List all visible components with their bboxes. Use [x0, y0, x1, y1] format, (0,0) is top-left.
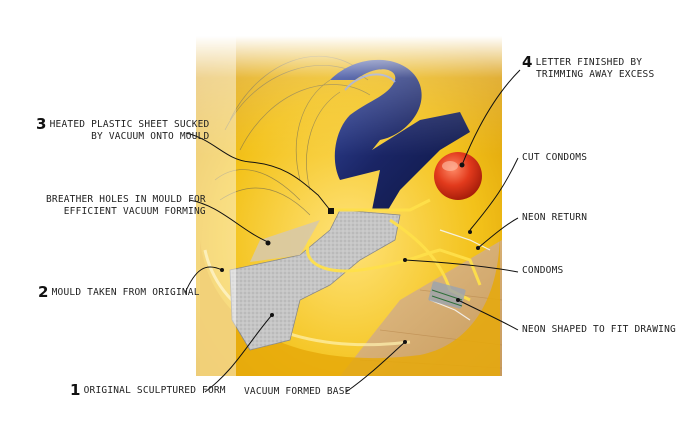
callout-mould: 2Mould taken from original — [38, 283, 200, 301]
callout-breather-holes: Breather holes in mould for efficient va… — [46, 194, 206, 217]
callout-cut-condoms: Cut condoms — [522, 152, 588, 163]
callout-original-form: 1Original sculptured form — [70, 381, 226, 399]
leader-lines — [184, 69, 521, 393]
callout-heated-sheet: 3Heated plastic sheet sucked by vacuum o… — [36, 115, 210, 143]
callout-vacuum-base: Vacuum formed base — [244, 386, 351, 397]
photo-area — [196, 36, 503, 376]
callout-neon-shaped: Neon shaped to fit drawing — [522, 324, 676, 335]
condom-ball — [434, 152, 482, 200]
callout-condoms: Condoms — [522, 265, 564, 276]
callout-letter-finished: 4Letter finished by trimming away excess — [522, 53, 655, 81]
callout-neon-return: Neon return — [522, 212, 588, 223]
